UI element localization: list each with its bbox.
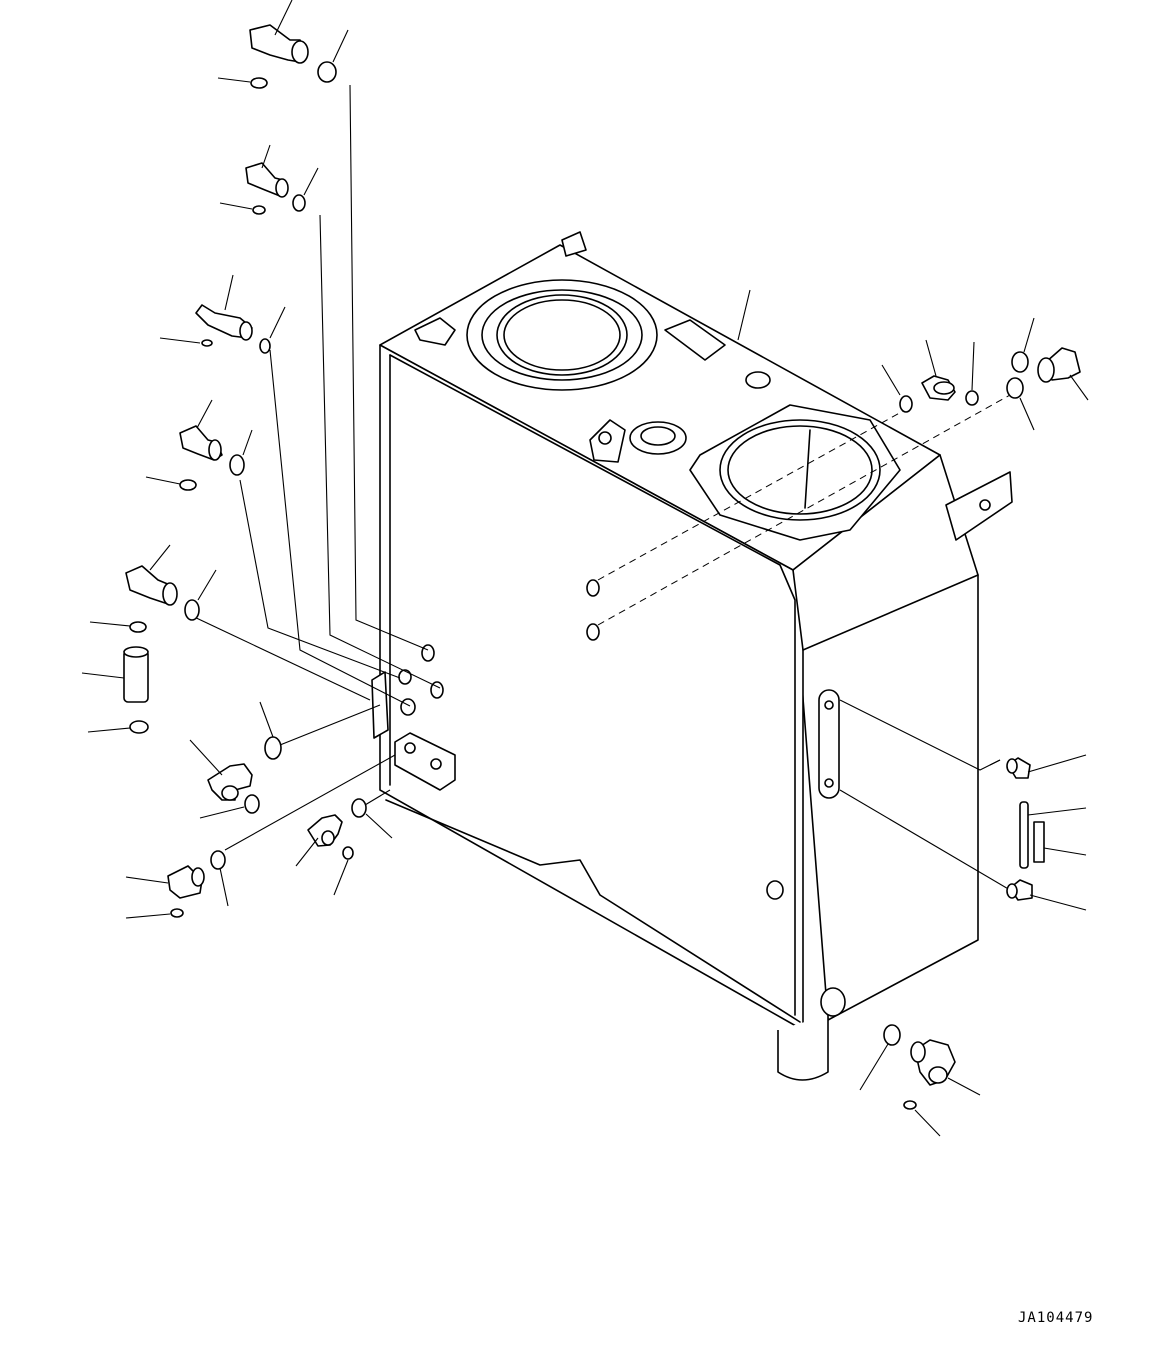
sight-gauge-assembly [989,754,1087,911]
fitting-group-top-right [737,289,1089,431]
drain-fitting-assembly [859,1024,981,1137]
hydraulic-tank [371,231,1013,1081]
drawing-code: JA104479 [1018,1310,1094,1326]
fitting-group-left [81,0,393,919]
